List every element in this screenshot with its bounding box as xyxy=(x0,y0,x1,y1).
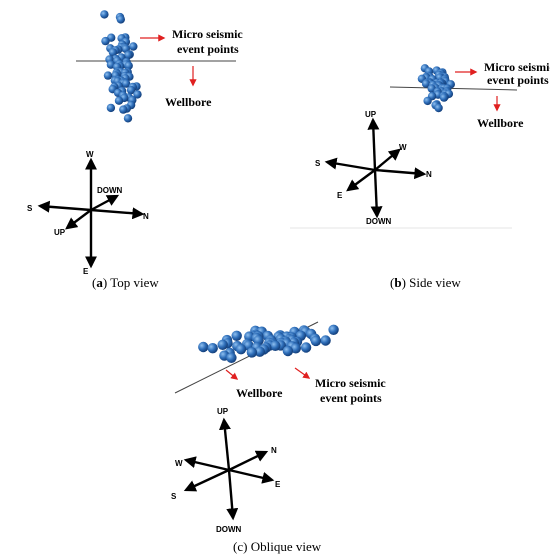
compass-label-lower-right: E xyxy=(275,480,281,489)
wellbore-line xyxy=(389,86,518,91)
event-point xyxy=(116,15,126,24)
caption-c: (c) Oblique view xyxy=(233,539,322,554)
event-point xyxy=(217,339,228,350)
compass-label-right: N xyxy=(143,212,149,221)
caption-a-text: Top view xyxy=(110,275,159,290)
compass-label-upper-right: W xyxy=(399,143,407,152)
event-point xyxy=(226,352,237,363)
compass-label-lower-left: S xyxy=(171,492,177,501)
panel-side-view: Micro seismic event points Wellbore UP D… xyxy=(290,60,550,290)
event-point xyxy=(103,71,113,80)
compass-label-left: S xyxy=(27,204,33,213)
event-points-cluster xyxy=(417,64,455,113)
compass-label-bottom: E xyxy=(83,267,89,276)
compass-label-lower-left: UP xyxy=(54,228,66,237)
event-point xyxy=(310,335,322,347)
caption-c-letter: c xyxy=(237,539,243,554)
caption-c-text: Oblique view xyxy=(251,539,322,554)
panel-oblique-view: Wellbore Micro seismic event points UP D… xyxy=(171,321,386,554)
pointer-arrow-points xyxy=(294,367,311,379)
event-points-cluster xyxy=(100,10,142,123)
event-point xyxy=(198,341,209,353)
event-point xyxy=(124,50,133,60)
event-point xyxy=(106,103,116,113)
compass-label-lower-left: E xyxy=(337,191,343,200)
compass-top-view xyxy=(37,157,145,269)
compass-side-view xyxy=(324,117,427,219)
event-point xyxy=(108,48,118,57)
label-event-points-line1: Micro seismic xyxy=(172,27,243,41)
event-point xyxy=(300,342,312,353)
caption-b-text: Side view xyxy=(409,275,461,290)
label-event-points-line2: event points xyxy=(487,73,549,87)
event-point xyxy=(119,105,128,114)
event-point xyxy=(207,343,218,354)
event-point xyxy=(270,340,281,351)
event-point xyxy=(421,79,431,88)
label-event-points-line1: Micro seismic xyxy=(484,60,550,74)
event-point xyxy=(124,61,133,70)
label-wellbore: Wellbore xyxy=(236,386,283,400)
event-point xyxy=(328,324,339,335)
event-point xyxy=(133,90,142,99)
compass-oblique-view xyxy=(183,417,275,521)
compass-label-top: UP xyxy=(217,407,229,416)
compass-label-bottom: DOWN xyxy=(216,525,242,534)
event-point xyxy=(282,345,294,357)
caption-a: (a) Top view xyxy=(92,275,159,290)
compass-label-right: N xyxy=(426,170,432,179)
label-event-points-line1: Micro seismic xyxy=(315,376,386,390)
compass-label-upper-right: DOWN xyxy=(97,186,123,195)
event-point xyxy=(121,79,131,88)
label-wellbore: Wellbore xyxy=(165,95,212,109)
compass-label-left: S xyxy=(315,159,321,168)
compass-label-upper-right: N xyxy=(271,446,277,455)
event-point xyxy=(290,343,301,354)
event-point xyxy=(246,347,258,358)
event-point xyxy=(231,330,242,341)
event-point xyxy=(434,103,443,113)
event-point xyxy=(254,346,265,357)
event-point xyxy=(320,335,331,346)
caption-a-letter: a xyxy=(96,275,103,290)
event-point xyxy=(439,93,449,102)
pointer-arrow-wellbore xyxy=(225,369,239,380)
event-point xyxy=(235,344,247,355)
event-point xyxy=(100,10,109,19)
event-point xyxy=(114,96,124,105)
label-wellbore: Wellbore xyxy=(477,116,524,130)
compass-label-top: W xyxy=(86,150,94,159)
panel-top-view: Micro seismic event points Wellbore W E … xyxy=(27,10,243,290)
event-point xyxy=(126,85,136,95)
compass-label-bottom: DOWN xyxy=(366,217,392,226)
event-point xyxy=(129,42,138,51)
event-points-cluster xyxy=(198,324,339,363)
event-point xyxy=(123,114,133,123)
compass-label-top: UP xyxy=(365,110,377,119)
event-point xyxy=(101,36,110,46)
event-point xyxy=(423,96,432,106)
label-event-points-line2: event points xyxy=(177,42,239,56)
caption-b: (b) Side view xyxy=(390,275,461,290)
compass-label-upper-left: W xyxy=(175,459,183,468)
caption-b-letter: b xyxy=(394,275,401,290)
label-event-points-line2: event points xyxy=(320,391,382,405)
